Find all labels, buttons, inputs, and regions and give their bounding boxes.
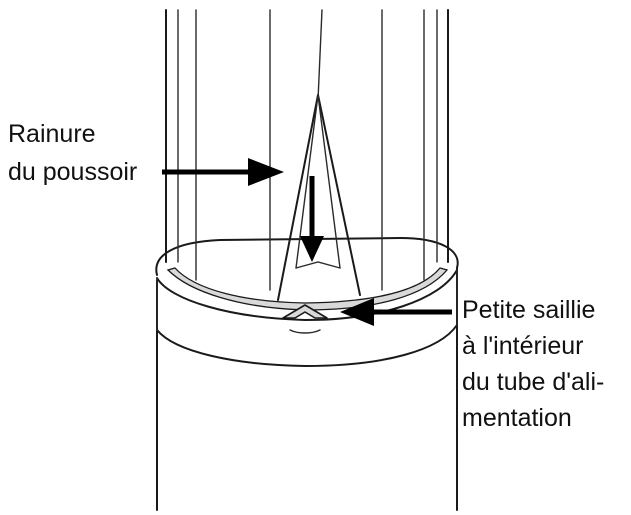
groove-label-line2: du poussoir [8,158,137,186]
groove-label-line1: Rainure [8,120,96,148]
pusher-groove [277,94,361,301]
tab-label-line3: du tube d'ali- [462,368,604,396]
tab-arrow-head [340,298,374,326]
pusher [165,9,449,301]
pusher-center-line [317,9,323,101]
tab-label-line2: à l'intérieur [462,332,584,360]
inner-rim-shading [166,267,449,311]
tab-label-line4: mentation [462,404,572,432]
arrows [162,158,452,326]
labels: Rainure du poussoir Petite saillie à l'i… [8,120,604,432]
collar-bottom-band [156,324,458,367]
collar-rim-front [156,269,458,321]
pusher-groove-inner [295,94,341,269]
protrusion-shadow [289,329,321,334]
small-protrusion [282,304,328,319]
pusher-groove-bottom [295,261,341,269]
feed-tube [155,237,459,511]
groove-arrow-head [248,158,284,186]
tab-label-line1: Petite saillie [462,296,595,324]
down-arrow-head [300,236,324,262]
